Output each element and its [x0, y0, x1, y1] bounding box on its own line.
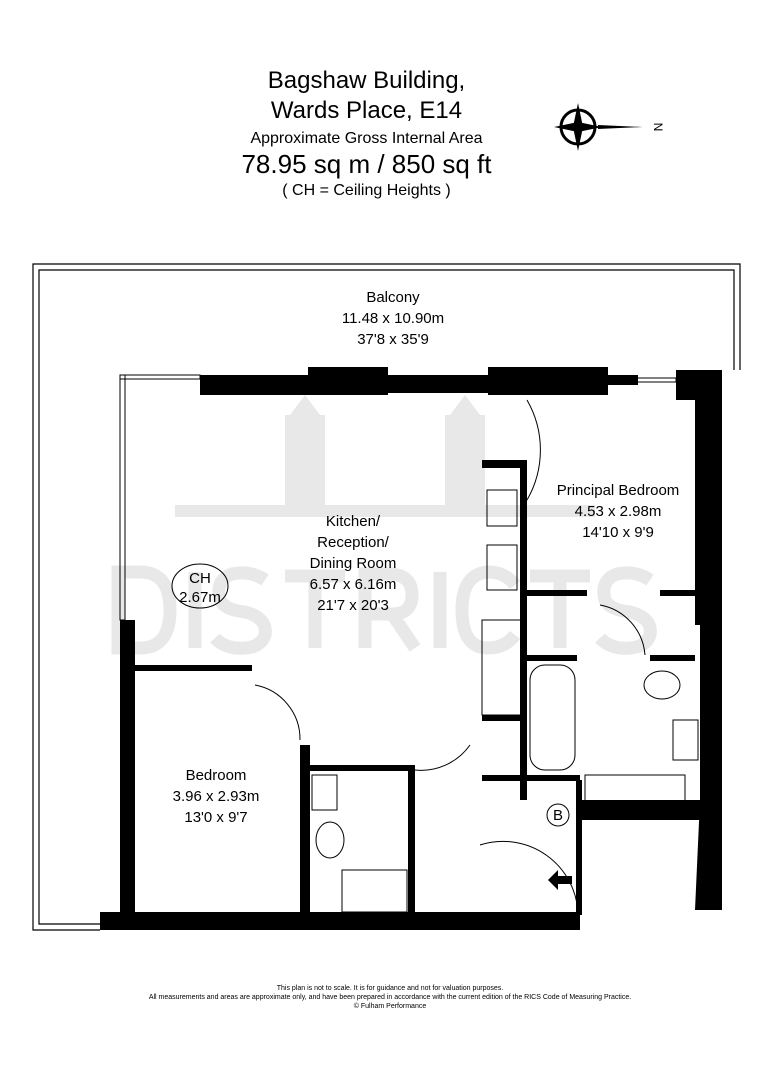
area-label: Approximate Gross Internal Area	[250, 130, 483, 147]
room-name: Balcony	[366, 289, 420, 306]
disclaimer-line: This plan is not to scale. It is for gui…	[276, 985, 504, 992]
walls	[100, 367, 722, 930]
toilet-icon	[643, 670, 681, 700]
room-imperial: 14'10 x 9'9	[582, 524, 654, 541]
room-name: Kitchen/	[326, 513, 381, 530]
room-imperial: 21'7 x 20'3	[317, 597, 389, 614]
compass-label: N	[651, 123, 665, 132]
room-name: Bedroom	[186, 767, 247, 784]
room-name: Reception/	[317, 534, 390, 551]
balcony-outline	[32, 263, 741, 931]
building-name: Bagshaw Building,	[267, 67, 466, 94]
watermark-logo	[111, 395, 657, 655]
room-metric: 3.96 x 2.93m	[173, 788, 260, 805]
sink-icon	[486, 544, 518, 591]
door-swing	[599, 604, 646, 656]
shower-tray-icon	[584, 774, 686, 816]
ceiling-height-label: CH	[189, 570, 211, 587]
room-metric: 6.57 x 6.16m	[310, 576, 397, 593]
room-metric: 11.48 x 10.90m	[342, 310, 444, 327]
door-swing	[526, 399, 541, 501]
toilet-icon	[315, 821, 345, 859]
area-value: 78.95 sq m / 850 sq ft	[241, 149, 492, 179]
shower-tray-icon	[341, 869, 408, 913]
room-imperial: 37'8 x 35'9	[357, 331, 429, 348]
ceiling-note: ( CH = Ceiling Heights )	[282, 182, 451, 199]
boiler-label: B	[553, 807, 563, 824]
compass-icon: N	[554, 103, 665, 151]
door-swing	[414, 744, 471, 771]
door-swing	[254, 684, 301, 741]
basin-icon	[672, 719, 699, 761]
hob-icon	[486, 489, 518, 527]
door-swing	[479, 840, 579, 916]
room-imperial: 13'0 x 9'7	[184, 809, 247, 826]
address: Wards Place, E14	[270, 97, 463, 124]
basin-icon	[311, 774, 338, 811]
ceiling-height-marker	[171, 563, 229, 609]
watermark-lettering	[111, 565, 657, 655]
ceiling-height-value: 2.67m	[179, 589, 221, 606]
room-metric: 4.53 x 2.98m	[575, 503, 662, 520]
disclaimer-line: All measurements and areas are approxima…	[148, 994, 632, 1001]
windows	[119, 374, 699, 916]
room-name: Principal Bedroom	[557, 482, 680, 499]
entrance-arrow-icon	[548, 870, 572, 890]
disclaimer: This plan is not to scale. It is for gui…	[0, 984, 763, 1011]
bath-icon	[529, 664, 576, 771]
boiler-icon	[546, 803, 570, 827]
room-name: Dining Room	[310, 555, 397, 572]
copyright: © Fulham Performance	[353, 1003, 427, 1010]
